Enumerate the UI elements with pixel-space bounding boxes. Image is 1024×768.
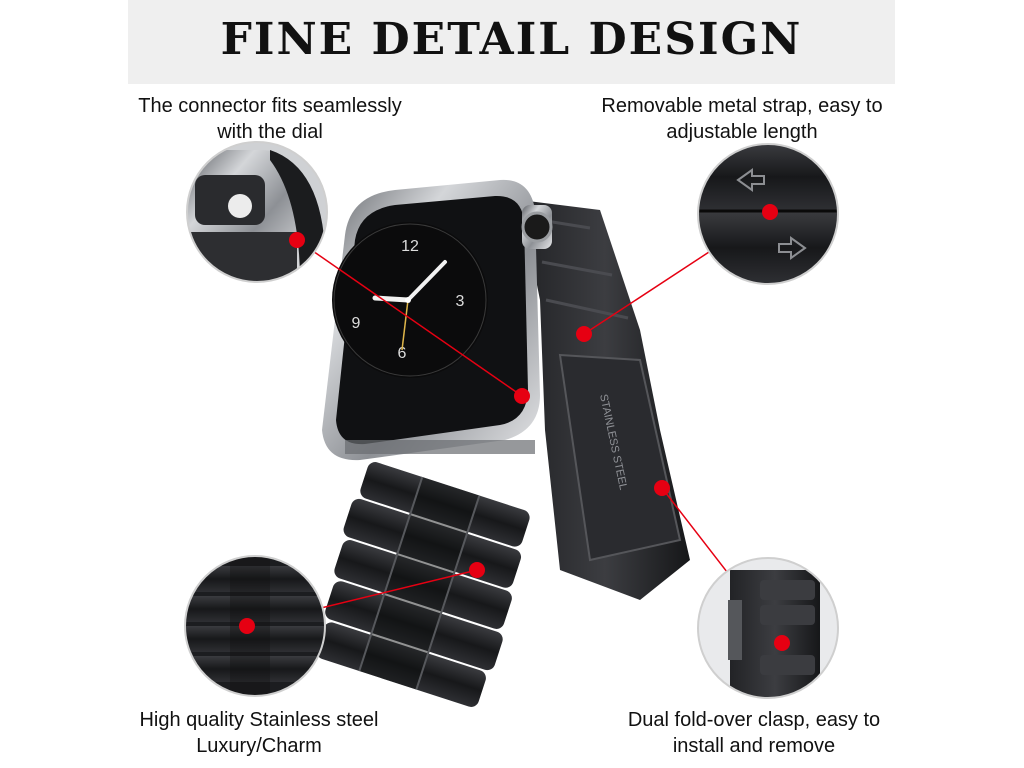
zoom-strap: [697, 143, 839, 285]
zoom-steel: [184, 555, 326, 697]
marker-connector-zoom: [289, 232, 305, 248]
dial-number-9: 9: [352, 315, 361, 332]
caption-stainless-steel-line2: Luxury/Charm: [196, 735, 322, 757]
marker-connector-point: [514, 388, 530, 404]
dial-number-3: 3: [456, 293, 465, 310]
marker-clasp-zoom: [774, 635, 790, 651]
caption-clasp-line2: install and remove: [672, 735, 836, 757]
lower-band: [316, 462, 530, 707]
watch: STAINLESS STEEL 12 3 6 9: [316, 179, 690, 707]
minute-hand: [406, 260, 447, 302]
caption-connector-line2: with the dial: [217, 121, 323, 143]
marker-clasp-point: [654, 480, 670, 496]
watch-case: 12 3 6 9: [322, 179, 553, 461]
zoom-clasp: [697, 557, 839, 699]
watch-dial: 12 3 6 9: [332, 222, 488, 378]
marker-steel-zoom: [239, 618, 255, 634]
caption-stainless-steel-line1: High quality Stainless steel: [139, 709, 379, 731]
caption-clasp: Dual fold-over clasp, easy to install an…: [620, 707, 888, 759]
caption-removable-strap-line1: Removable metal strap, easy to: [601, 95, 883, 117]
second-hand: [401, 299, 409, 351]
callout-line-connector: [296, 239, 523, 397]
caption-removable-strap: Removable metal strap, easy to adjustabl…: [595, 93, 889, 145]
arrow-icon: [778, 236, 807, 260]
clasp: STAINLESS STEEL: [558, 353, 682, 562]
dial-number-6: 6: [398, 345, 407, 362]
marker-steel-point: [469, 562, 485, 578]
dial-number-12: 12: [401, 238, 419, 255]
marker-strap-point: [576, 326, 592, 342]
digital-crown: [521, 205, 553, 249]
banner-title: FINE DETAIL DESIGN: [220, 14, 803, 65]
title-banner: FINE DETAIL DESIGN: [128, 0, 895, 84]
caption-connector: The connector fits seamlessly with the d…: [134, 93, 406, 145]
caption-stainless-steel: High quality Stainless steel Luxury/Char…: [134, 707, 384, 759]
caption-connector-line1: The connector fits seamlessly: [138, 95, 402, 117]
zoom-connector: [186, 141, 328, 283]
arrow-icon: [736, 168, 765, 192]
caption-clasp-line1: Dual fold-over clasp, easy to: [627, 709, 881, 731]
caption-removable-strap-line2: adjustable length: [666, 121, 818, 143]
marker-strap-zoom: [762, 204, 778, 220]
